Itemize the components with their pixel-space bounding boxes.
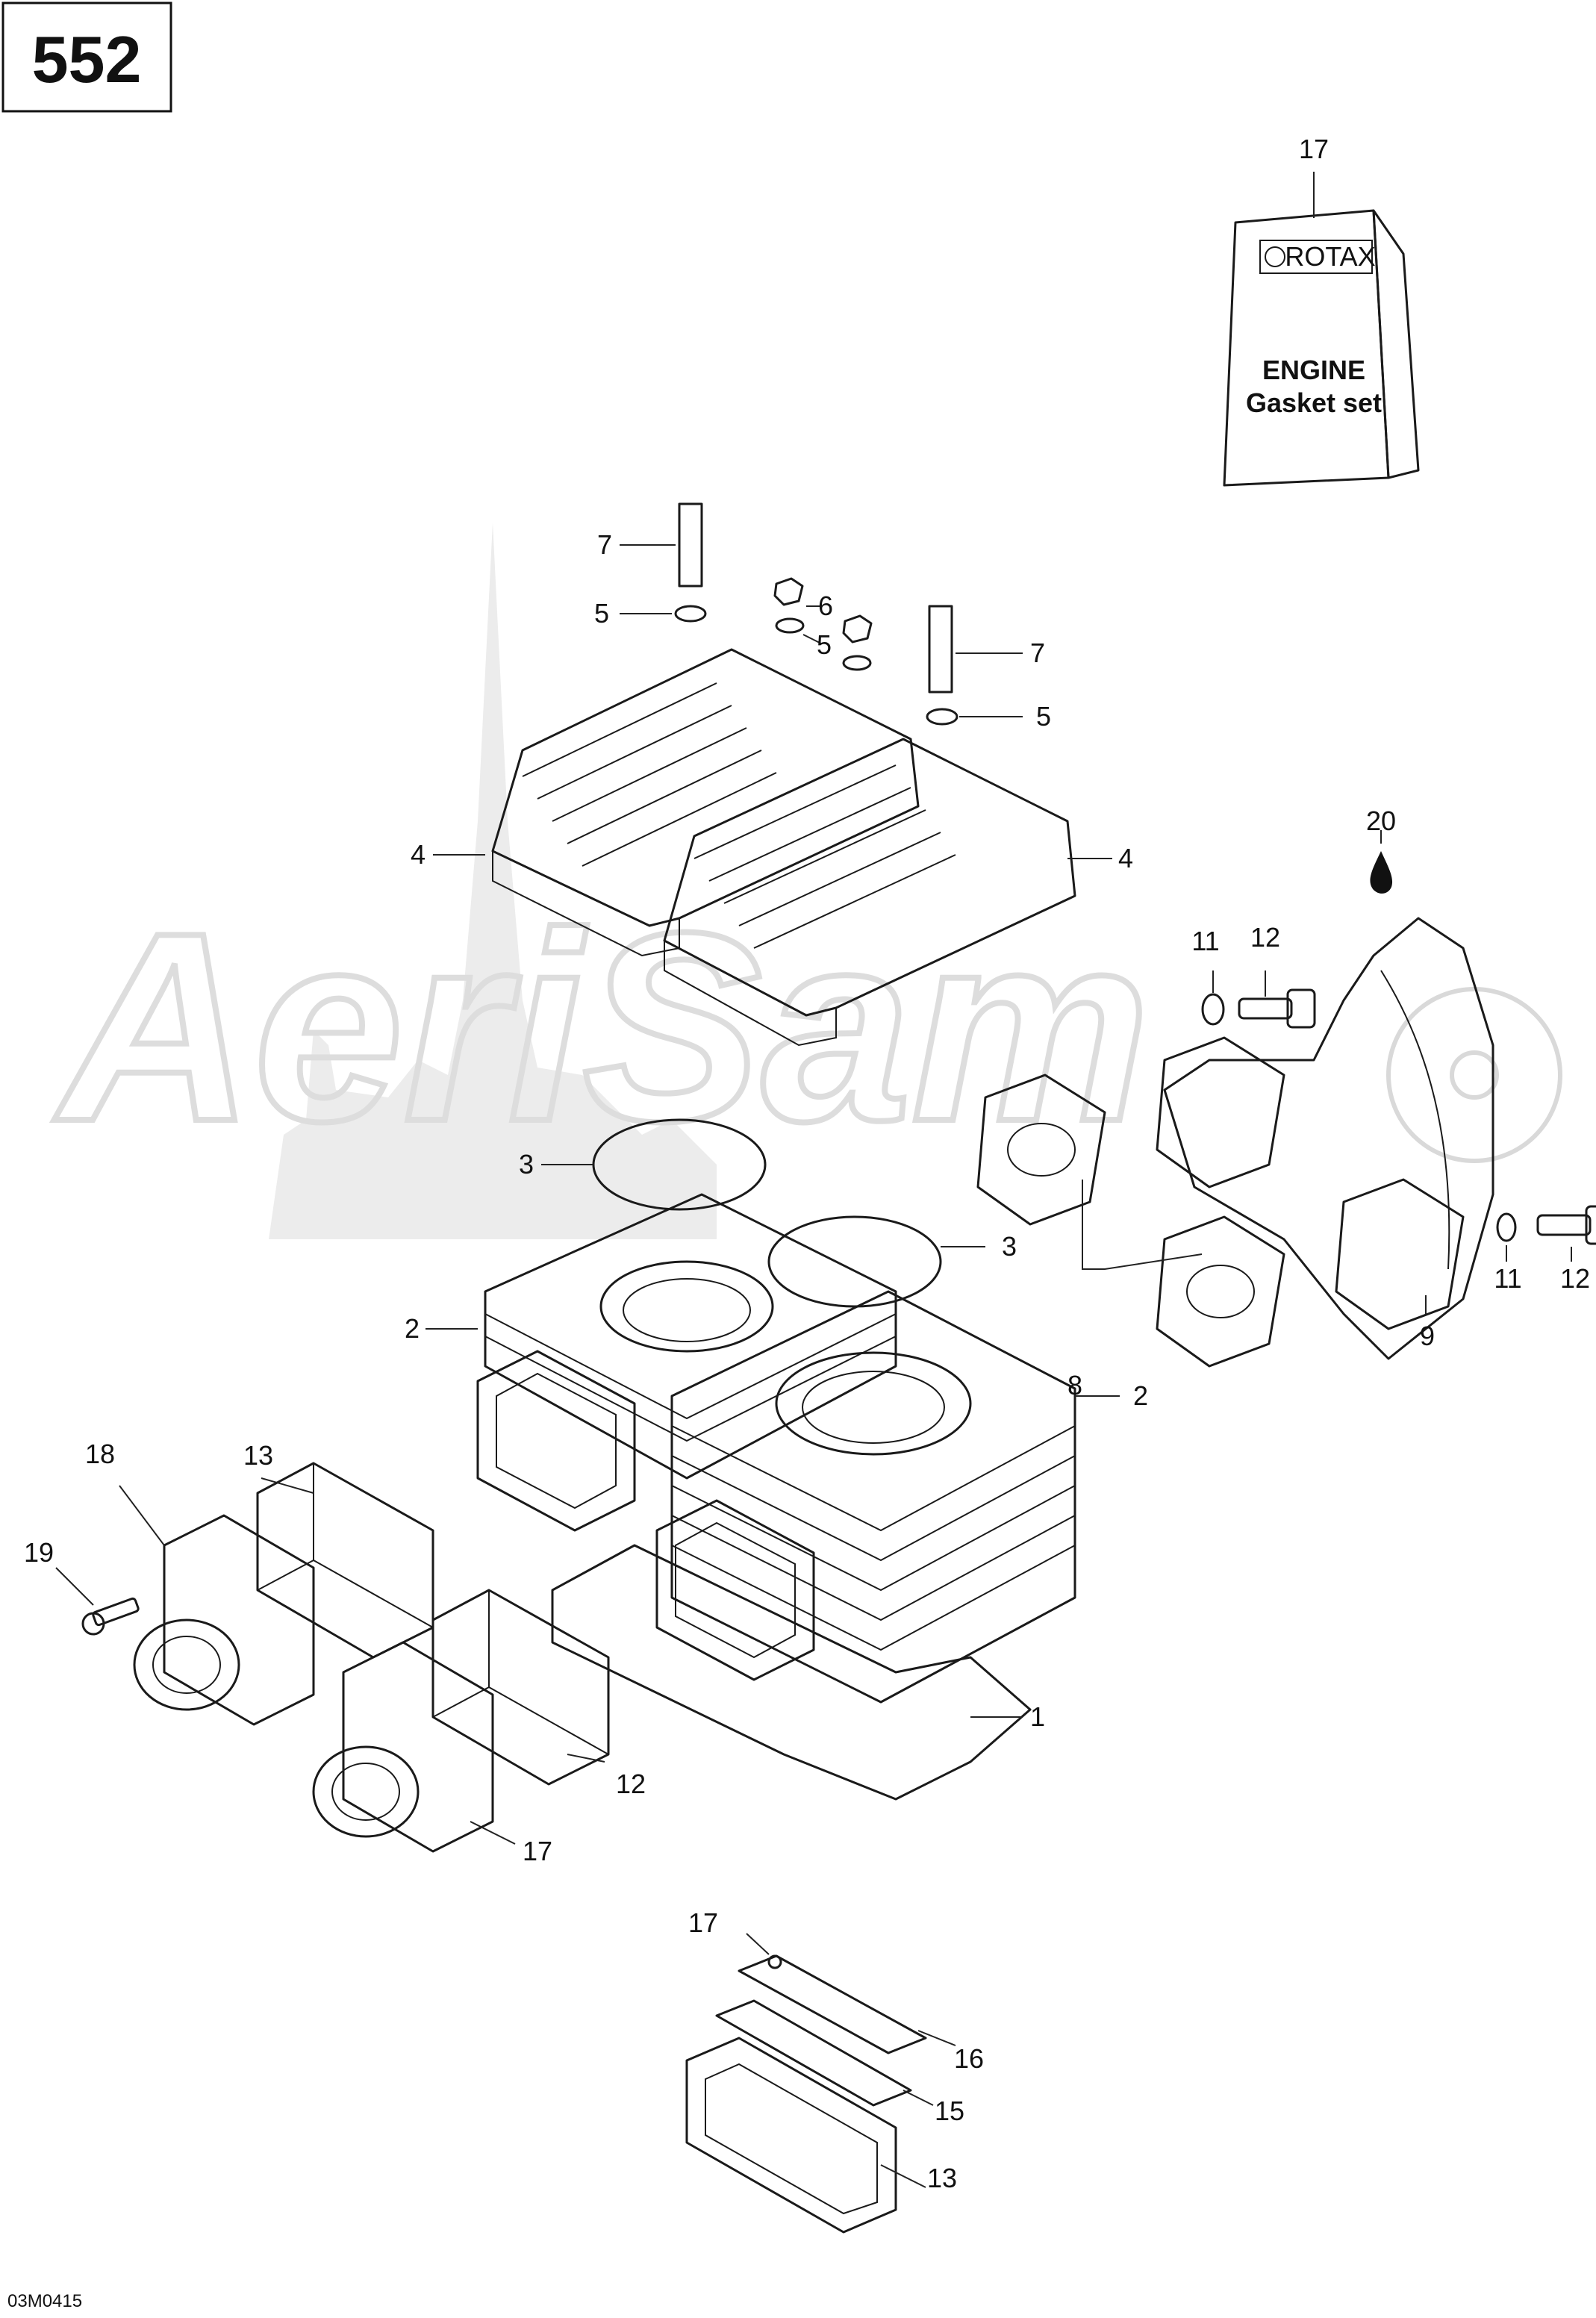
callout-15: 16 <box>954 2043 984 2074</box>
page-number-box: 552 <box>1 1 172 113</box>
reed-valve-exploded <box>685 1954 927 2234</box>
washer-5-right <box>926 708 958 726</box>
callout-10-lower: 11 <box>1494 1263 1521 1294</box>
rotax-logo-icon <box>1265 246 1285 267</box>
nut-6-a <box>773 577 804 606</box>
callout-20: 20 <box>1366 806 1396 836</box>
o-ring-3-right <box>767 1215 942 1308</box>
intake-manifold-lower <box>312 1641 494 1853</box>
callout-13: 13 <box>927 2163 957 2193</box>
callout-2-right: 2 <box>1133 1380 1148 1411</box>
manual-brand: ROTAX <box>1285 241 1375 272</box>
cylinder-left <box>484 1193 897 1480</box>
figure-code: 03M0415 <box>7 2291 82 2311</box>
oil-drop-icon <box>1370 851 1393 894</box>
callout-8: 8 <box>1067 1370 1082 1401</box>
intake-manifold-upper <box>133 1514 315 1726</box>
washer-5-b <box>842 655 872 671</box>
callout-2-left: 2 <box>405 1313 420 1344</box>
watermark-wheel-hub <box>1450 1050 1499 1100</box>
cylinder-right <box>670 1290 1076 1704</box>
manifold-bolts <box>1201 988 1596 1245</box>
cylinder-head-right <box>663 738 1076 1047</box>
leader-lines <box>55 172 1572 2188</box>
exhaust-manifold <box>1156 917 1494 1360</box>
intake-ports <box>476 1350 815 1681</box>
callout-12-lower: 12 <box>616 1769 646 1799</box>
watermark-wheel <box>1386 987 1562 1163</box>
callout-12-upper: 13 <box>243 1440 273 1471</box>
manual-subtitle: Gasket set <box>1246 387 1382 418</box>
reed-block-13 <box>685 2037 897 2234</box>
callout-5-right: 5 <box>1036 701 1051 732</box>
manual-title: ENGINE <box>1262 355 1365 385</box>
page-number: 552 <box>32 22 142 96</box>
reed-screw-16 <box>767 1954 782 1969</box>
callout-16: 17 <box>688 1907 718 1938</box>
callout-11-lower: 12 <box>1560 1263 1590 1294</box>
callout-5-left: 5 <box>594 598 609 629</box>
reed-stopper-15 <box>738 1954 927 2054</box>
reed-valve-lower <box>431 1589 610 1786</box>
callout-7-left: 7 <box>597 529 612 560</box>
callout-14: 15 <box>935 2096 964 2126</box>
callout-4-left: 4 <box>411 839 426 870</box>
watermark-text: AeriSam <box>52 877 1150 1177</box>
manifold-flange-upper <box>1156 1036 1285 1188</box>
callout-11-upper: 12 <box>1250 922 1280 953</box>
callout-3-left: 3 <box>519 1149 534 1180</box>
callout-19: 17 <box>1299 134 1329 164</box>
intake-bolt-18 <box>81 1597 140 1636</box>
exhaust-gaskets <box>976 1074 1285 1368</box>
cylinder-head-hardware <box>674 502 958 726</box>
callout-3-right: 3 <box>1002 1231 1017 1262</box>
callout-6: 6 <box>818 591 833 621</box>
reed-petal-14 <box>715 1999 912 2107</box>
stud-7-right <box>928 605 953 694</box>
callout-9: 9 <box>1420 1321 1435 1351</box>
washer-5-a <box>775 617 805 634</box>
base-gasket <box>551 1544 1032 1801</box>
reed-valve-upper <box>256 1462 434 1659</box>
callout-10-upper: 11 <box>1191 926 1219 956</box>
callout-4-right: 4 <box>1118 843 1133 873</box>
nut-6-b <box>842 614 873 644</box>
callout-18: 19 <box>24 1537 54 1568</box>
washer-5-left <box>674 605 707 623</box>
callout-17-lower: 17 <box>523 1836 552 1866</box>
callout-17-upper: 18 <box>85 1439 115 1469</box>
callout-7-right: 7 <box>1030 638 1045 668</box>
callout-1: 1 <box>1030 1701 1045 1732</box>
manifold-flange-lower <box>1335 1178 1465 1330</box>
stud-7-left <box>678 502 703 588</box>
watermark: AeriSam <box>49 523 1562 1239</box>
gasket-set-manual: ROTAX ENGINE Gasket set <box>1223 209 1420 487</box>
callout-5-middle: 5 <box>817 629 832 660</box>
callout-labels: 17 7 5 6 5 7 5 4 4 20 11 12 3 3 2 2 8 9 … <box>24 134 1590 2193</box>
